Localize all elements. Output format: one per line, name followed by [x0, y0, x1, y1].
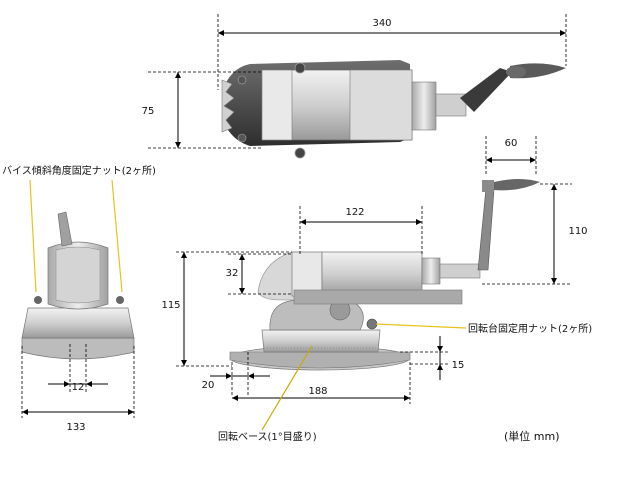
dim-12: 12 — [72, 382, 85, 393]
dim-32: 32 — [226, 268, 239, 279]
dimension-lines — [21, 14, 572, 418]
dim-115: 115 — [161, 300, 180, 311]
leader-lines — [29, 179, 467, 431]
dim-133: 133 — [66, 422, 85, 433]
unit-label: (単位 mm) — [504, 429, 560, 443]
swivel-base-label: 回転ベース(1°目盛り) — [218, 430, 317, 443]
top-view — [221, 60, 566, 159]
dim-20: 20 — [202, 380, 215, 391]
dim-110: 110 — [568, 226, 587, 237]
dim-188: 188 — [308, 386, 327, 397]
dim-340: 340 — [372, 18, 391, 29]
side-view — [229, 179, 540, 371]
front-view — [21, 211, 135, 360]
dim-122: 122 — [345, 207, 364, 218]
dim-60: 60 — [505, 138, 518, 149]
dim-15: 15 — [452, 360, 465, 371]
swivel-nut-label: 回転台固定用ナット(2ヶ所) — [468, 322, 592, 335]
tilt-nut-label: バイス傾斜角度固定ナット(2ヶ所) — [2, 164, 156, 177]
dim-75: 75 — [142, 106, 155, 117]
